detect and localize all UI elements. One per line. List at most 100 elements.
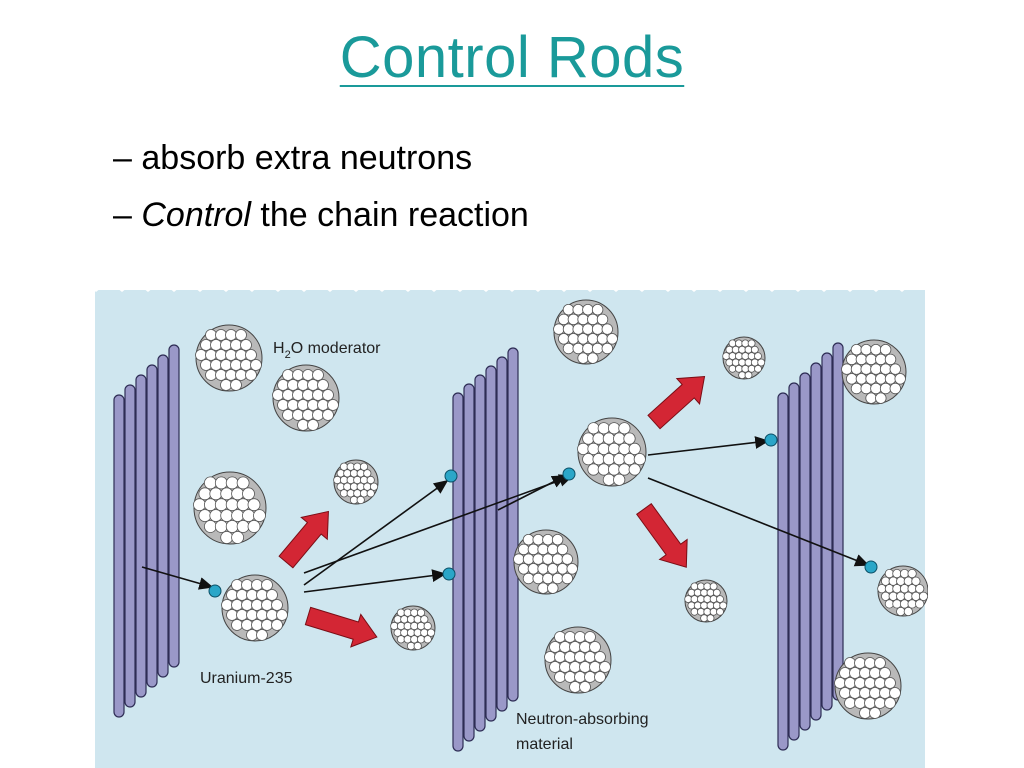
nucleus-bead (731, 345, 740, 354)
nucleus-bead (864, 677, 876, 689)
nucleus-bead (561, 553, 574, 565)
control-rod (832, 342, 844, 701)
nucleus-bead (864, 697, 876, 709)
nucleus-bead (577, 313, 589, 326)
nucleus-bead (596, 313, 609, 326)
nucleus-bead (716, 607, 724, 616)
nucleus-bead (860, 382, 872, 395)
nucleus-bead (241, 599, 253, 611)
nucleus-bead (562, 323, 575, 335)
nucleus-bead (915, 584, 925, 594)
nucleus (193, 471, 267, 545)
nucleus-bead (607, 463, 621, 476)
nucleus-bead (690, 595, 699, 604)
nucleus-bead (567, 333, 580, 345)
nucleus-bead (874, 657, 886, 669)
nucleus-bead (343, 469, 352, 478)
nucleus-bead (712, 588, 721, 597)
nucleus-bead (591, 342, 604, 355)
bullet-emphasis: Control (141, 196, 251, 234)
nucleus-bead (204, 498, 217, 512)
neutron-path (303, 480, 449, 586)
nucleus-bead (261, 619, 273, 631)
nucleus-bead (884, 677, 896, 689)
nucleus-bead (277, 379, 289, 391)
nucleus-bead (253, 509, 266, 523)
nucleus-bead (587, 442, 600, 455)
neutron-paths (141, 433, 878, 598)
nucleus-bead (251, 579, 263, 591)
nucleus-bead (532, 534, 544, 546)
nucleus-bead (236, 589, 248, 601)
nucleus-bead (892, 584, 902, 594)
nucleus-bead (860, 343, 872, 356)
nucleus-bead (220, 531, 234, 544)
nucleus-bead (572, 304, 584, 316)
nucleus-bead (554, 631, 566, 643)
nucleus-bead (205, 329, 217, 341)
nucleus (877, 565, 928, 617)
neutron (562, 467, 576, 481)
nucleus-bead (204, 476, 217, 490)
nucleus-bead (561, 572, 574, 585)
nucleus-bead (735, 352, 743, 360)
nucleus-bead (271, 619, 283, 631)
nucleus-bead (918, 591, 928, 601)
nucleus-bead (282, 389, 294, 401)
nucleus (722, 336, 766, 380)
nucleus-bead (907, 584, 917, 594)
nucleus-bead (195, 349, 207, 361)
nucleus-bead (892, 599, 902, 609)
nucleus-bead (230, 339, 242, 351)
nucleus-bead (209, 487, 223, 501)
nucleus-bead (564, 651, 576, 663)
nucleus-bead (874, 697, 886, 709)
nucleus-bead (369, 482, 379, 491)
nucleus-bead (911, 591, 921, 601)
nucleus-bead (246, 589, 258, 601)
nucleus-bead (251, 619, 263, 631)
nucleus-bead (556, 543, 569, 556)
nucleus-bead (569, 681, 581, 693)
nucleus-bead (317, 399, 329, 411)
nucleus-bead (602, 453, 616, 466)
nucleus-bead (911, 576, 921, 586)
nucleus-bead (628, 442, 641, 455)
nucleus-bead (850, 363, 863, 375)
nucleus-bead (589, 661, 601, 673)
nucleus-bead (903, 576, 913, 586)
nucleus-bead (884, 353, 897, 366)
nucleus-bead (261, 599, 273, 611)
nucleus-bead (518, 543, 530, 556)
nucleus-bead (302, 389, 314, 401)
bullet-absorb: – absorb extra neutrons (113, 136, 529, 193)
nucleus-bead (869, 667, 881, 679)
nucleus-bead (738, 371, 746, 380)
uranium-label: Uranium-235 (200, 670, 293, 687)
nucleus-bead (231, 487, 245, 501)
nucleus-bead (527, 543, 540, 556)
nucleus-bead (589, 641, 601, 653)
nucleus-bead (706, 614, 715, 623)
nucleus-bead (359, 489, 369, 498)
nucleus-bead (601, 342, 614, 355)
nucleus-bead (225, 520, 239, 533)
nucleus-bead (277, 399, 289, 411)
nucleus-bead (327, 399, 339, 411)
nucleus-bead (559, 641, 571, 653)
nucleus-bead (747, 352, 756, 360)
nuclei (193, 299, 928, 720)
nucleus-bead (261, 579, 273, 591)
nucleus-bead (353, 475, 362, 485)
nucleus-bead (220, 487, 234, 501)
nucleus-bead (564, 631, 576, 643)
nucleus-bead (594, 651, 606, 663)
nucleus-bead (849, 687, 861, 699)
nucleus-bead (242, 487, 255, 501)
nucleus-bead (549, 661, 561, 673)
nucleus-bead (907, 599, 917, 609)
nucleus-bead (697, 595, 705, 604)
nucleus-bead (247, 498, 261, 512)
nucleus-bead (204, 520, 217, 533)
nucleus-bead (606, 333, 618, 345)
